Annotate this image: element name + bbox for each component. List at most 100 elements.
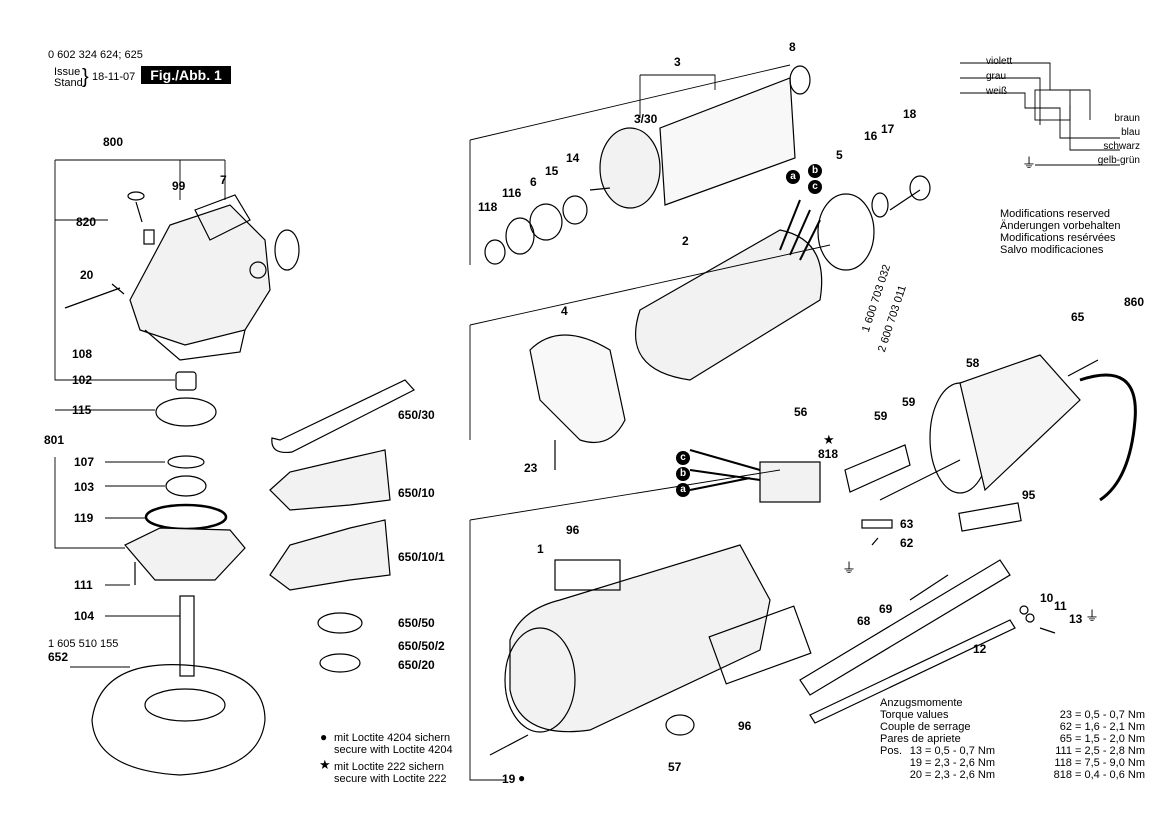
- callout-4: 4: [561, 304, 568, 318]
- callout-95: 95: [1022, 488, 1036, 502]
- marker-a-switch: a: [676, 483, 690, 497]
- cable-sleeve-drawing: [879, 459, 961, 501]
- loctite-222-en: secure with Loctite 222: [334, 773, 447, 785]
- earth-icon: ⏚: [1085, 608, 1099, 624]
- callout-104: 104: [74, 609, 95, 623]
- callout-16: 16: [864, 129, 878, 143]
- strain-relief-drawing: [844, 444, 911, 493]
- brush-parts-drawing: [127, 191, 155, 245]
- screw-20-drawing: [64, 283, 125, 309]
- stand-label: Stand: [54, 77, 83, 89]
- switch-drawing: [759, 461, 821, 503]
- torque-pos-prefix: Pos.: [880, 745, 903, 757]
- leader-lines: [54, 62, 1120, 781]
- torque-left-row: 19 = 2,3 - 2,6 Nm: [909, 757, 995, 769]
- torque-right-row: 65 = 1,5 - 2,0 Nm: [1059, 733, 1145, 745]
- slide-spring-drawing: [909, 574, 949, 601]
- callout-59-left: 59: [874, 409, 888, 423]
- field-ring-drawing: [817, 193, 875, 271]
- torque-heading-fr: Couple de serrage: [880, 721, 971, 733]
- flange-650-20-drawing: [319, 653, 361, 673]
- callout-818-star-icon: ★: [823, 432, 835, 447]
- screw-19-drawing: [489, 734, 529, 756]
- issue-label: Issue: [54, 66, 81, 78]
- marker-c-switch: c: [676, 451, 690, 465]
- callout-12: 12: [973, 642, 987, 656]
- callout-3: 3: [674, 55, 681, 69]
- callout-68: 68: [857, 614, 871, 628]
- torque-heading-de: Anzugsmomente: [880, 697, 963, 709]
- bearing-flange-drawing: [124, 527, 246, 581]
- earth-icon: ⏚: [1022, 155, 1036, 171]
- figure-label: Fig./Abb. 1: [141, 66, 231, 84]
- callout-17: 17: [881, 122, 895, 136]
- callout-65: 65: [1071, 310, 1085, 324]
- cable-drawing: [1079, 373, 1137, 502]
- torque-right-row: 118 = 7,5 - 9,0 Nm: [1054, 757, 1145, 769]
- brush-spring-drawing: [871, 175, 931, 218]
- label-96-top-drawing: [554, 559, 621, 591]
- callout-20: 20: [80, 268, 94, 282]
- callout-818: 818: [818, 447, 839, 461]
- callout-19-bullet-icon: ●: [518, 771, 526, 785]
- notice-line-4: Salvo modificaciones: [1000, 244, 1104, 256]
- label-96-bottom-drawing: [708, 605, 812, 685]
- callout-63: 63: [900, 517, 914, 531]
- callout-800: 800: [103, 135, 124, 149]
- spindle-drawing: [179, 595, 195, 677]
- wire-weiss: weiß: [986, 86, 1008, 97]
- loctite-4204-en: secure with Loctite 4204: [334, 744, 453, 756]
- callout-115: 115: [72, 403, 92, 417]
- callout-96-top: 96: [566, 523, 580, 537]
- callout-650-10-1: 650/10/1: [398, 550, 445, 564]
- callout-103: 103: [74, 480, 95, 494]
- o-ring-drawing: [274, 229, 300, 271]
- slide-switch-drawing: [799, 559, 1011, 696]
- callout-69: 69: [879, 602, 893, 616]
- callout-652: 652: [48, 650, 69, 664]
- callout-650-10: 650/10: [398, 486, 435, 500]
- callout-14: 14: [566, 151, 580, 165]
- marker-b-switch: b: [676, 467, 690, 481]
- bearing-8-drawing: [789, 65, 811, 95]
- torque-left-row: 20 = 2,3 - 2,6 Nm: [909, 769, 995, 781]
- callout-650-30: 650/30: [398, 408, 435, 422]
- marker-a-top: a: [786, 170, 800, 184]
- callout-111: 111: [74, 578, 93, 592]
- guard-drawing: [91, 664, 266, 776]
- callout-650-50-2: 650/50/2: [398, 639, 445, 653]
- torque-heading-en: Torque values: [880, 709, 949, 721]
- armature-drawing: [589, 77, 796, 209]
- screw-10-drawing: [1019, 605, 1029, 615]
- torque-right-row: 818 = 0,4 - 0,6 Nm: [1053, 769, 1145, 781]
- callout-6: 6: [530, 175, 537, 189]
- earth-icon: ⏚: [842, 560, 856, 576]
- callout-650-50: 650/50: [398, 616, 435, 630]
- bevel-gear-drawing: [155, 397, 217, 427]
- wire-schwarz: schwarz: [1103, 141, 1140, 152]
- callout-2: 2: [682, 234, 689, 248]
- notice-line-2: Änderungen vorbehalten: [1000, 220, 1121, 232]
- callout-860: 860: [1124, 295, 1145, 309]
- stator-drawing: [635, 229, 823, 381]
- callout-650-20: 650/20: [398, 658, 435, 672]
- callout-18: 18: [903, 107, 917, 121]
- loctite-4204-bullet-icon: ●: [320, 730, 328, 744]
- label-95-drawing: [958, 502, 1022, 532]
- callout-96-bottom: 96: [738, 719, 752, 733]
- callout-118: 118: [478, 200, 498, 214]
- callout-11: 11: [1054, 599, 1067, 613]
- o-ring-119-drawing: [144, 503, 228, 531]
- callout-5: 5: [836, 148, 843, 162]
- callout-13: 13: [1069, 612, 1083, 626]
- wire-blau: blau: [1121, 127, 1140, 138]
- callout-820: 820: [76, 215, 97, 229]
- callout-99: 99: [172, 179, 186, 193]
- notice-line-3: Modifications resérvées: [1000, 232, 1116, 244]
- handle-grip-drawing: [929, 354, 1081, 494]
- auxiliary-handle-drawing: [269, 449, 391, 591]
- bearing-103-drawing: [165, 475, 207, 497]
- torque-right-row: 23 = 0,5 - 0,7 Nm: [1059, 709, 1145, 721]
- flange-650-50-drawing: [317, 612, 363, 634]
- callout-19: 19: [502, 772, 516, 786]
